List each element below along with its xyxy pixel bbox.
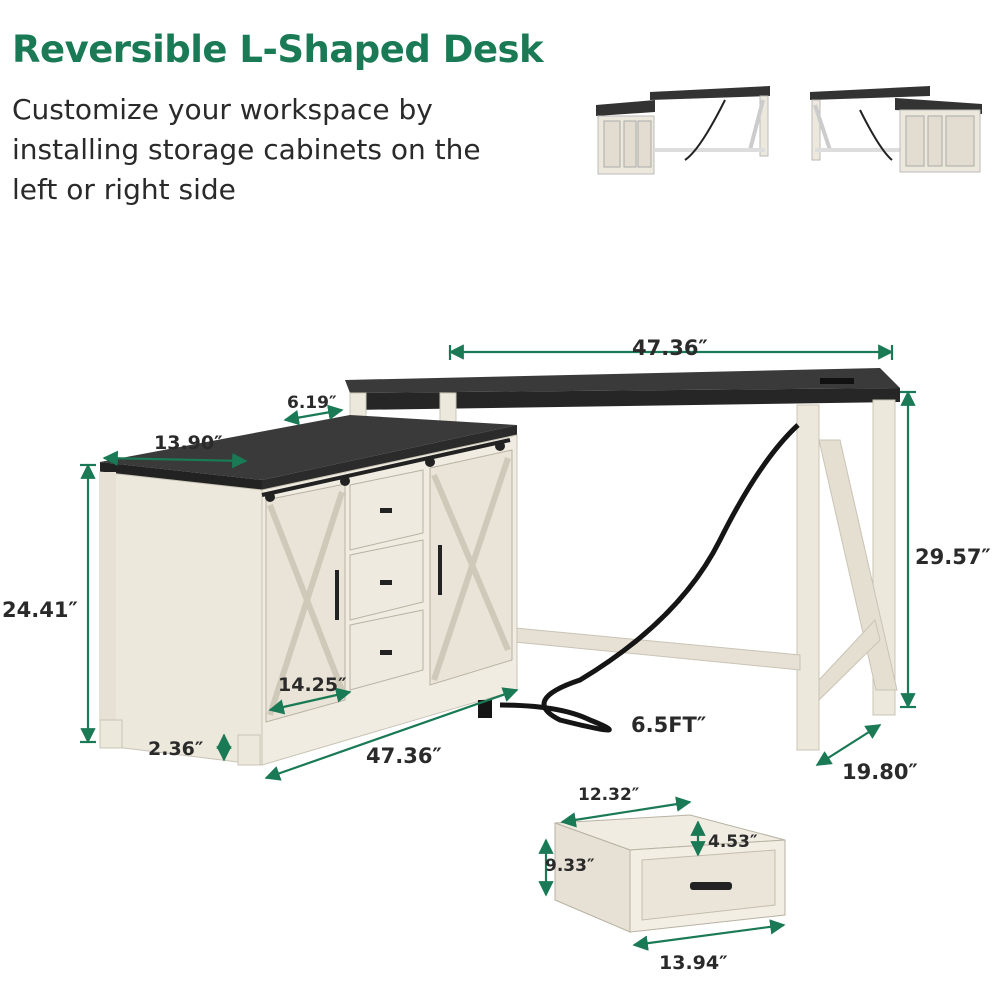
label-drawer-height: 4.53″ [708,832,758,852]
label-drawer-depth: 9.33″ [545,856,595,876]
label-desk-depth: 19.80″ [842,760,918,784]
label-cord-length: 6.5FT″ [631,713,707,737]
label-cabinet-depth: 13.90″ [154,432,223,454]
label-drawer-inner-width: 12.32″ [578,785,640,805]
label-cabinet-length: 47.36″ [366,744,442,768]
label-cabinet-height: 24.41″ [2,598,78,622]
label-leg-clearance: 2.36″ [148,738,204,760]
main-desk [99,368,900,766]
page-title: Reversible L-Shaped Desk [12,28,544,71]
label-desk-top-length: 47.36″ [632,336,708,360]
label-desk-height: 29.57″ [915,545,991,569]
dimension-lines [80,344,916,951]
page-subtitle: Customize your workspace by installing s… [12,93,481,206]
label-inner-shelf-width: 14.25″ [278,674,347,696]
thumbnail-right-config [810,86,982,173]
label-drawer-width: 13.94″ [659,952,728,974]
label-riser-depth: 6.19″ [287,393,337,413]
thumbnail-left-config [596,86,770,175]
